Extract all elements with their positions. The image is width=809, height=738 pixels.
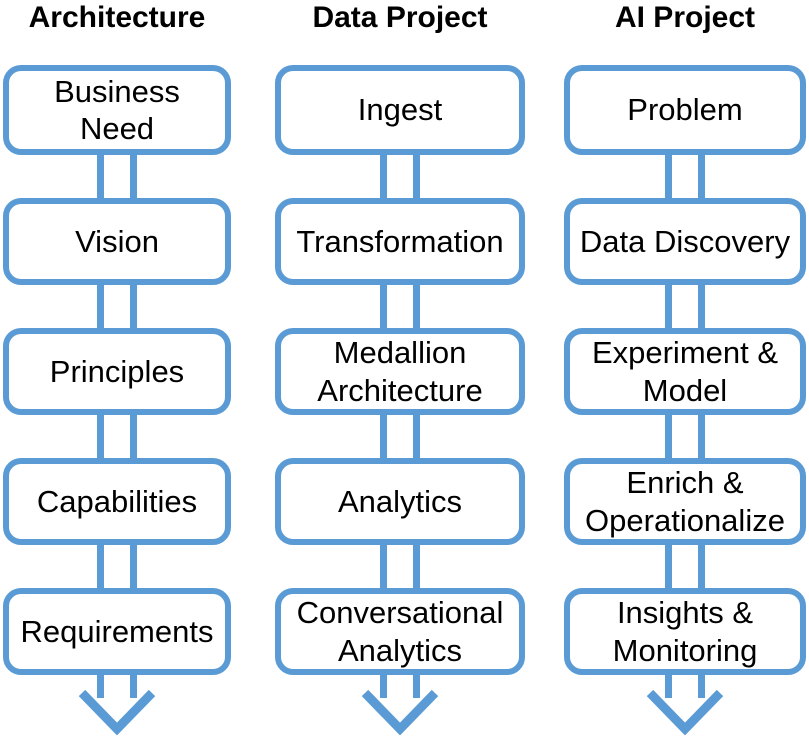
column-data-project: Data Project Ingest Transformation Medal… [275, 0, 525, 738]
connector-pipe [665, 410, 705, 462]
connector-pipe [97, 280, 137, 332]
connector-pipe [97, 150, 137, 202]
column-title-architecture: Architecture [28, 1, 206, 34]
step-box-insights-monitoring: Insights & Monitoring [564, 588, 806, 675]
connector-pipe [380, 280, 420, 332]
connector-pipe [97, 540, 137, 592]
step-box-business-need: Business Need [3, 65, 231, 155]
connector-pipe [380, 150, 420, 202]
column-ai-project: AI Project Problem Data Discovery Experi… [564, 0, 806, 738]
step-box-medallion-architecture: Medallion Architecture [275, 328, 525, 415]
column-title-ai-project: AI Project [614, 1, 756, 34]
connector-pipe [97, 410, 137, 462]
connector-pipe [380, 410, 420, 462]
step-box-transformation: Transformation [275, 198, 525, 285]
down-arrow-icon [646, 668, 724, 735]
down-arrow-icon [78, 668, 156, 735]
step-box-ingest: Ingest [275, 65, 525, 155]
column-title-data-project: Data Project [312, 1, 488, 34]
step-box-data-discovery: Data Discovery [564, 198, 806, 285]
column-architecture: Architecture Business Need Vision Princi… [3, 0, 231, 738]
connector-pipe [665, 540, 705, 592]
step-box-conversational-analytics: Conversational Analytics [275, 588, 525, 675]
step-box-enrich-operationalize: Enrich & Operationalize [564, 458, 806, 545]
connector-pipe [665, 280, 705, 332]
step-box-problem: Problem [564, 65, 806, 155]
step-box-capabilities: Capabilities [3, 458, 231, 545]
connector-pipe [665, 150, 705, 202]
step-box-requirements: Requirements [3, 588, 231, 675]
step-box-analytics: Analytics [275, 458, 525, 545]
connector-pipe [380, 540, 420, 592]
step-box-experiment-model: Experiment & Model [564, 328, 806, 415]
down-arrow-icon [361, 668, 439, 735]
step-box-principles: Principles [3, 328, 231, 415]
step-box-vision: Vision [3, 198, 231, 285]
